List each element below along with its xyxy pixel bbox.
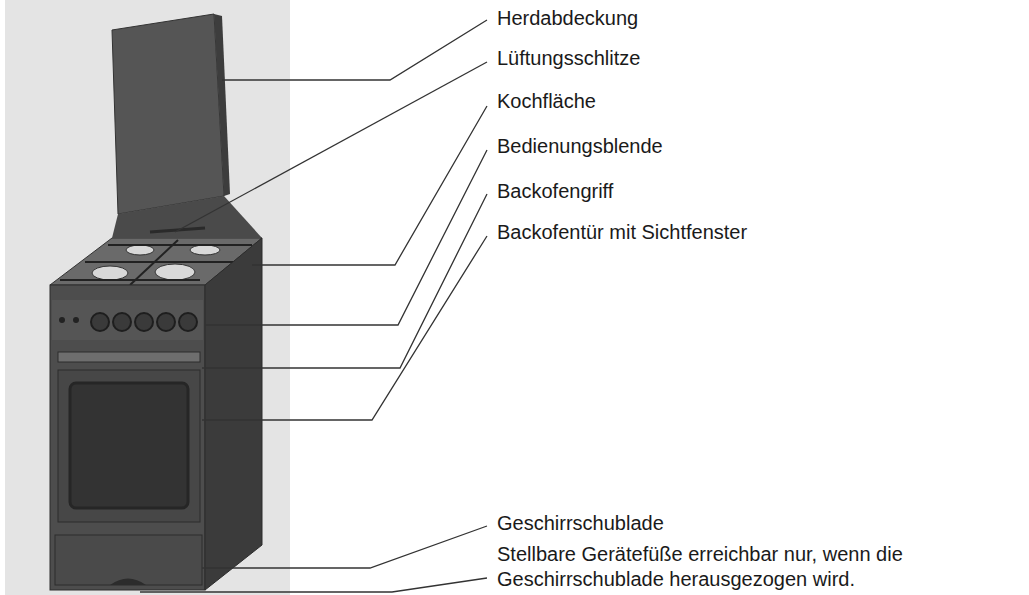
part-label: Backofentür mit Sichtfenster (497, 220, 1017, 245)
burner (190, 245, 220, 255)
part-label: Backofengriff (497, 179, 1017, 204)
part-label: Bedienungsblende (497, 134, 1017, 159)
part-label: Stellbare Gerätefüße erreichbar nur, wen… (497, 542, 1017, 592)
oven-door (58, 370, 200, 522)
stove-side (205, 238, 262, 590)
burner (155, 264, 195, 280)
stove-front (50, 285, 205, 590)
background-panel (5, 0, 290, 595)
burner (126, 245, 154, 255)
part-label: Geschirrschublade (497, 511, 1017, 536)
drawer-grip (110, 579, 146, 586)
drawer (55, 535, 202, 585)
control-button (73, 317, 79, 323)
burner (92, 266, 128, 280)
part-label: Kochfläche (497, 89, 1017, 114)
lid-edge (214, 14, 230, 196)
control-panel (52, 300, 203, 340)
oven-window (70, 383, 188, 508)
part-label: Lüftungsschlitze (497, 46, 1017, 71)
part-label: Herdabdeckung (497, 6, 1017, 31)
control-knobs (91, 313, 197, 331)
cooktop-back (112, 196, 262, 238)
oven-handle (58, 352, 200, 362)
control-button (59, 317, 65, 323)
stove-lid (112, 14, 224, 214)
leader-lines (140, 20, 487, 592)
